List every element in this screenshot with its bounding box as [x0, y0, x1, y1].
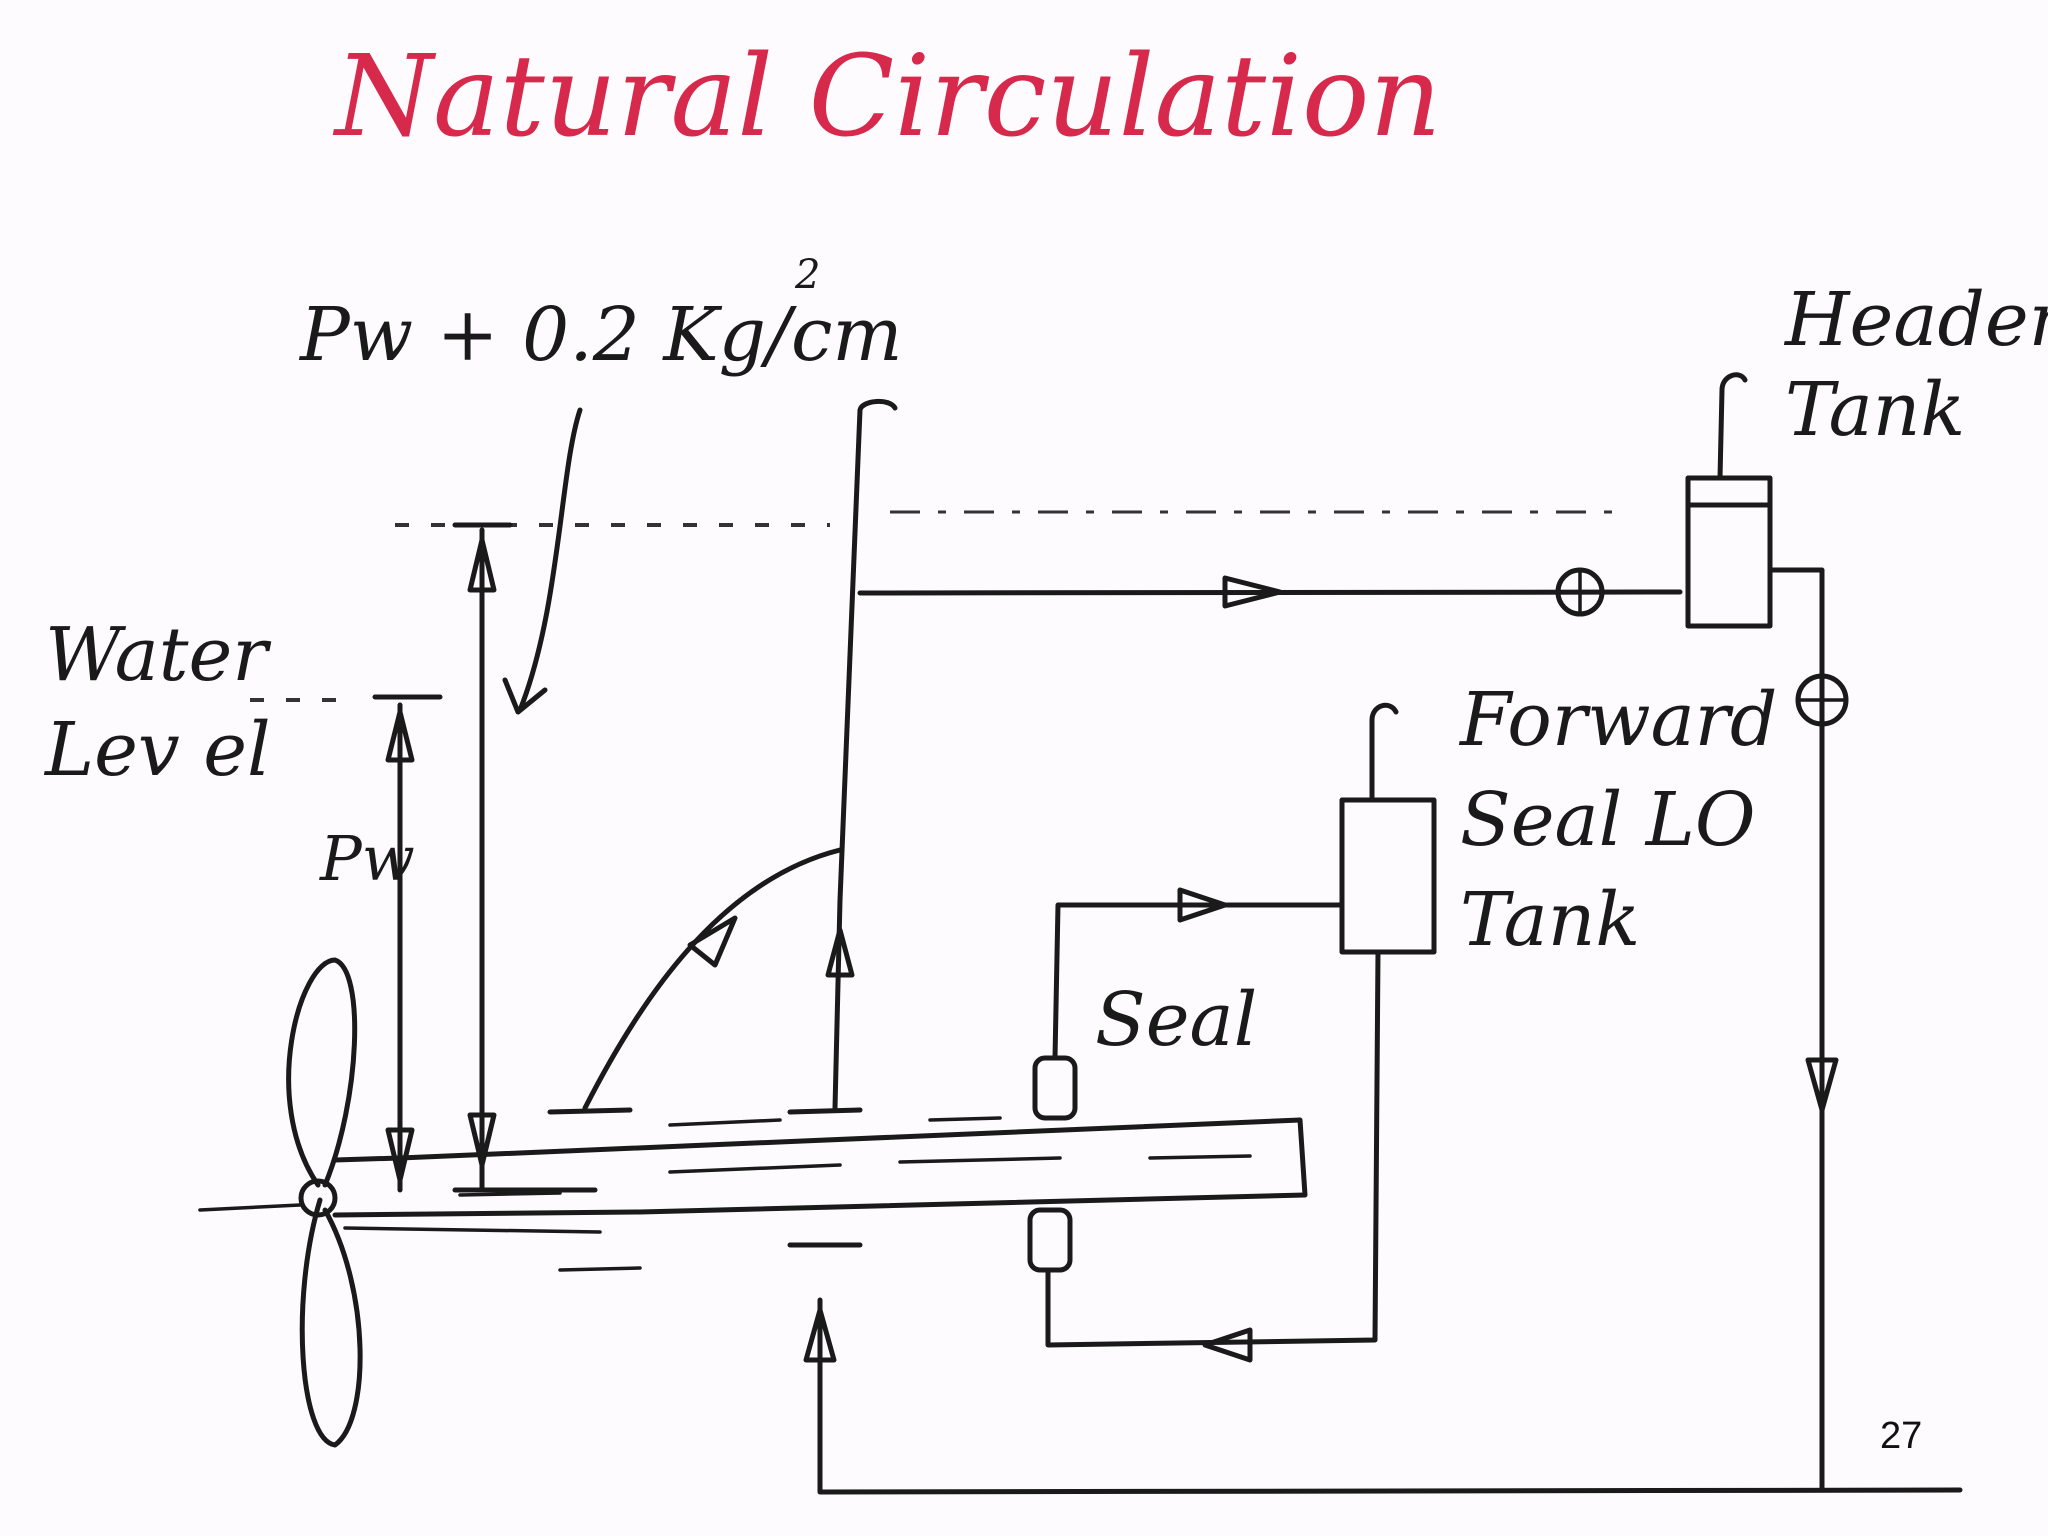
shaft-inner-dash-1 — [458, 1191, 562, 1197]
forward-tank-label-line1: Forward — [1458, 677, 1777, 763]
forward-seal-lo-tank — [1339, 797, 1437, 955]
pw-arrow-up — [385, 709, 415, 763]
shaft-inner-dash-5 — [1148, 1154, 1252, 1160]
diagonal-branch-pipe — [582, 847, 843, 1111]
diagonal-branch-arrow — [687, 915, 738, 968]
return-pipe-arrow-up — [825, 927, 855, 978]
header-feed-arrow — [1222, 575, 1283, 609]
header-arrow-up — [467, 537, 497, 593]
pressure-pointer-arrowhead — [502, 677, 548, 715]
pressure-pointer — [517, 407, 583, 713]
seal-lower — [1027, 1207, 1073, 1273]
page-number: 27 — [1880, 1415, 1922, 1457]
header-tank-vent — [1717, 372, 1748, 481]
water-level-label-line1: Water — [45, 612, 272, 698]
header-downcomer — [1767, 567, 1825, 1493]
seal-to-tank-pipe — [1052, 902, 1345, 1061]
shaft-lower-line — [343, 1226, 602, 1234]
propeller-shaft-end — [198, 1203, 302, 1212]
bearing-mark-mid — [787, 1107, 863, 1115]
shaft-inner-dash-3 — [668, 1118, 782, 1127]
bottom-return-arrow-up — [803, 1307, 837, 1363]
bearing-mark-left — [547, 1107, 633, 1115]
pressure-superscript: 2 — [794, 252, 820, 298]
pw-arrow-down — [385, 1127, 415, 1183]
header-arrow-down — [467, 1112, 497, 1168]
header-tank-label-line2: Tank — [1785, 367, 1965, 453]
slide-title: Natural Circulation — [332, 32, 1442, 162]
downcomer-arrow-down — [1805, 1057, 1839, 1113]
return-pipe-vertical — [832, 399, 898, 1111]
shaft-bottom-mark — [558, 1266, 642, 1272]
propeller-hub — [298, 1178, 338, 1218]
seal-upper — [1032, 1055, 1078, 1121]
stern-tube — [332, 1117, 1308, 1218]
propeller-blade-top — [286, 957, 358, 1188]
pressure-label-text: Pw + 0.2 Kg/cm — [298, 292, 903, 378]
propeller-blade-bottom — [299, 1197, 363, 1448]
shaft-inner-dash-4 — [898, 1156, 1062, 1164]
tank-to-seal-arrow — [1202, 1327, 1253, 1363]
water-level-label-line2: Lev el — [43, 707, 271, 793]
seal-to-tank-arrow — [1177, 887, 1228, 923]
downcomer-valve-cross — [1796, 674, 1848, 726]
seal-label: Seal — [1095, 977, 1257, 1063]
shaft-inner-dash-6 — [928, 1116, 1002, 1122]
shaft-inner-dash-2 — [668, 1163, 842, 1174]
forward-tank-vent — [1369, 702, 1399, 803]
pressure-label: Pw + 0.2 Kg/cm — [298, 292, 903, 378]
header-feed-valve-cross — [1556, 568, 1604, 616]
forward-tank-label-line3: Tank — [1460, 877, 1640, 963]
header-tank — [1685, 475, 1773, 629]
bottom-return-pipe — [817, 1297, 1963, 1495]
forward-tank-label-line2: Seal LO — [1460, 777, 1756, 863]
header-tank-label-line1: Header — [1783, 277, 2048, 363]
